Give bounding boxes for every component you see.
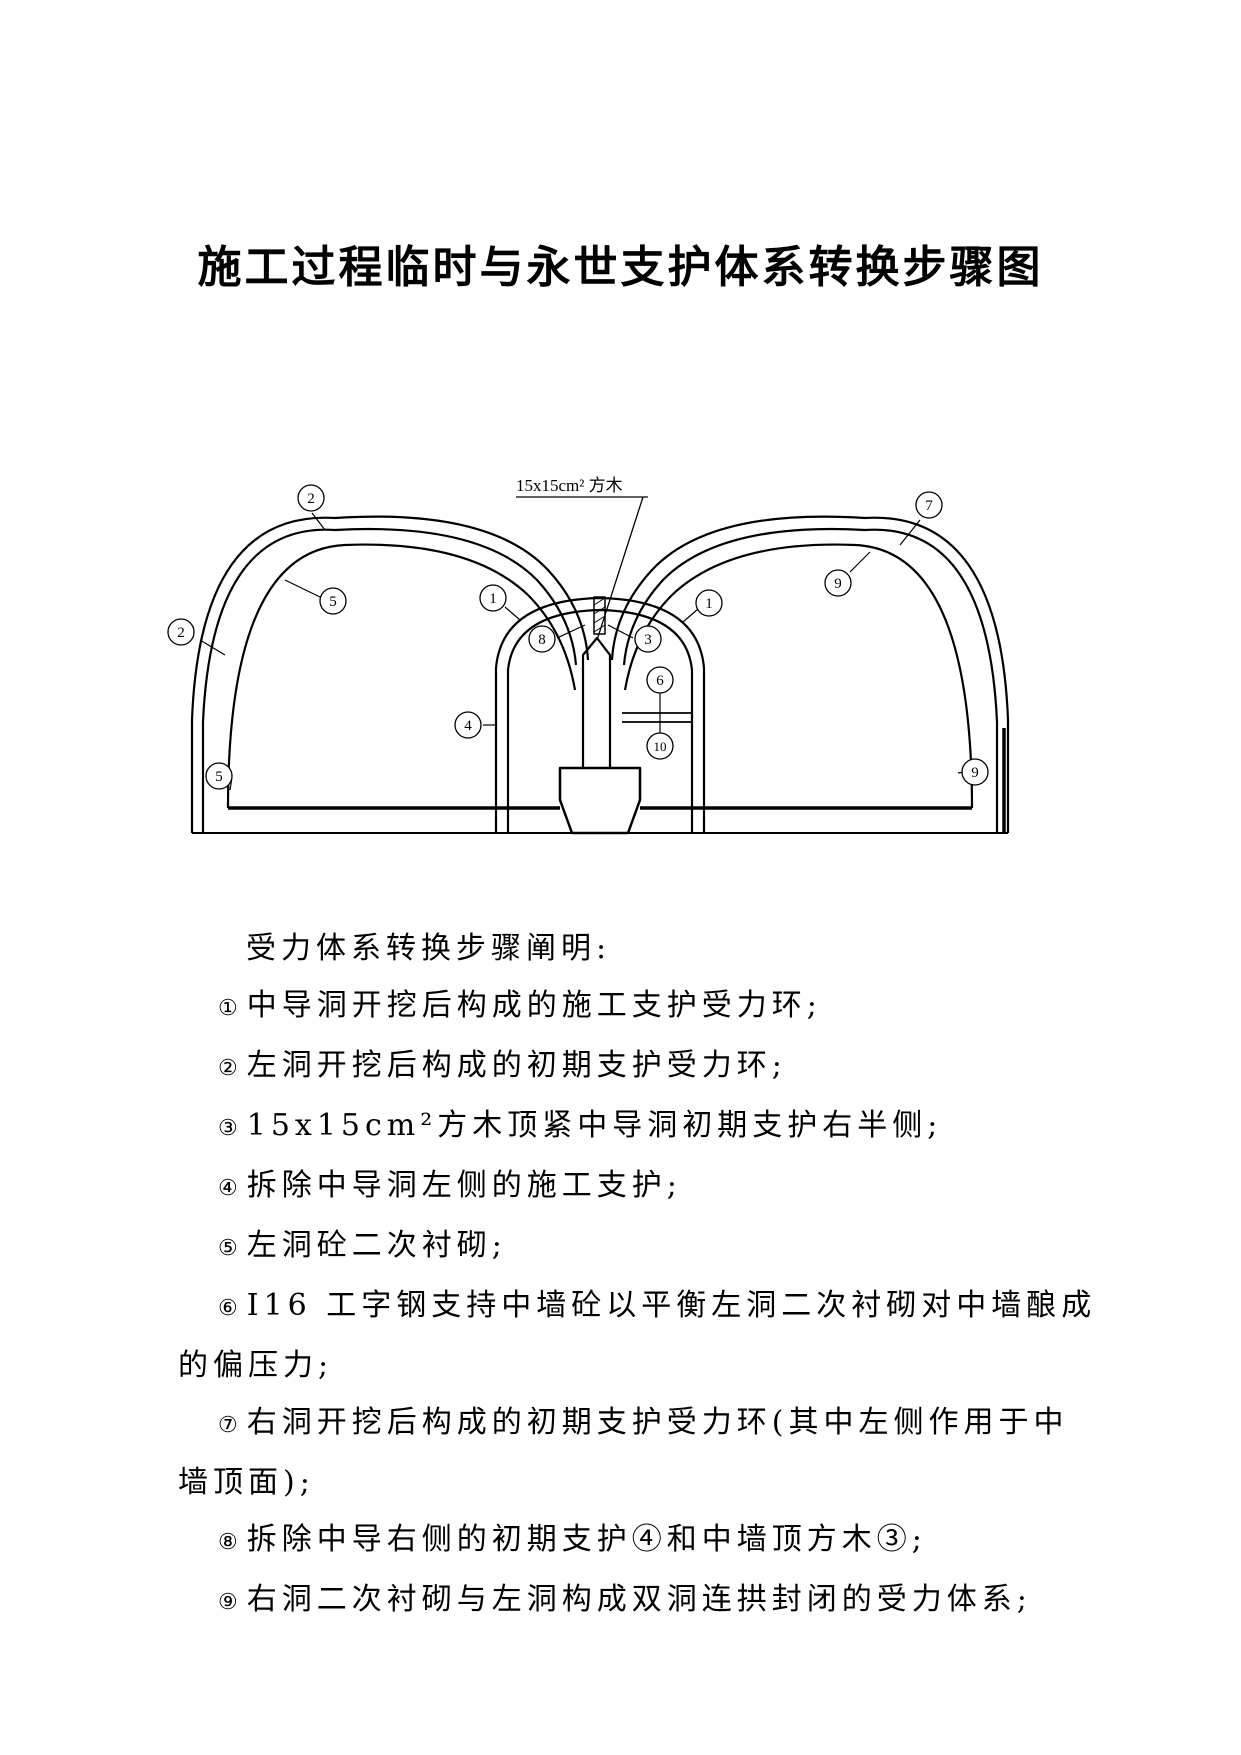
left-primary-support-inner [201,527,578,833]
svg-text:1: 1 [705,596,713,612]
left-primary-support-outer [190,515,590,833]
marker-3: 3 [634,625,662,653]
step-number: ③ [218,1116,243,1141]
svg-text:5: 5 [329,594,337,610]
marker-5-top: 5 [319,587,347,615]
marker-2-left: 2 [167,618,195,646]
svg-text:5: 5 [215,769,223,785]
marker-1-right: 1 [695,589,723,617]
step-number: ① [218,996,243,1021]
marker-10: 10 [646,732,674,760]
step-text: 拆除中导洞左侧的施工支护; [246,1168,682,1203]
svg-text:10: 10 [654,739,667,754]
svg-text:6: 6 [656,673,664,689]
marker-9-right: 9 [961,758,989,786]
marker-group: 2 2 5 5 1 1 8 3 [167,484,989,790]
svg-text:9: 9 [971,765,979,781]
left-secondary-lining [226,543,577,809]
step-text: 左洞砼二次衬砌; [246,1228,507,1263]
step-text: 15x15cm²方木顶紧中导洞初期支护右半侧; [246,1108,943,1143]
step-text: 拆除中导右侧的初期支护④和中墙顶方木③; [246,1522,927,1557]
callout-leader [596,496,644,641]
step-text: 中导洞开挖后构成的施工支护受力环; [246,988,822,1023]
marker-4: 4 [454,711,482,739]
svg-text:2: 2 [177,625,185,641]
page-title: 施工过程临时与永世支护体系转换步骤图 [197,242,1044,293]
svg-text:2: 2 [307,491,315,507]
middle-wall-footing [558,766,642,835]
step-number: ⑥ [218,1296,243,1321]
svg-text:8: 8 [538,632,546,648]
svg-text:4: 4 [464,718,472,734]
square-timber-callout: 15x15cm² 方木 [516,476,623,495]
marker-8: 8 [528,625,556,653]
step-text: 右洞开挖后构成的初期支护受力环(其中左侧作用于中墙顶面); [178,1405,1069,1500]
step-text: I16 工字钢支持中墙砼以平衡左洞二次衬砌对中墙酿成的偏压力; [178,1288,1097,1383]
step-number: ⑧ [218,1530,243,1555]
svg-text:9: 9 [834,576,842,592]
right-primary-support-outer [610,515,1010,833]
right-primary-support-inner [622,527,999,833]
marker-1-left: 1 [479,584,507,612]
step-number: ④ [218,1176,243,1201]
step-text: 右洞二次衬砌与左洞构成双洞连拱封闭的受力体系; [246,1582,1032,1617]
tunnel-support-diagram: 15x15cm² 方木 2 2 5 5 1 1 8 [167,476,1010,835]
step-number: ⑤ [218,1236,243,1261]
svg-text:7: 7 [925,498,933,514]
step-number: ② [218,1056,243,1081]
svg-text:3: 3 [644,632,652,648]
step-text: 左洞开挖后构成的初期支护受力环; [246,1048,787,1083]
svg-text:1: 1 [489,591,497,607]
marker-9-top: 9 [824,569,852,597]
marker-6: 6 [646,666,674,694]
middle-pilot-tunnel-support [494,596,706,833]
step-number: ⑨ [218,1590,243,1615]
marker-5-left: 5 [205,762,233,790]
marker-2-top: 2 [297,484,325,512]
right-secondary-lining [623,543,974,809]
step-number: ⑦ [218,1413,243,1438]
explanation-heading: 受力体系转换步骤阐明: [246,931,612,966]
marker-7: 7 [915,491,943,519]
